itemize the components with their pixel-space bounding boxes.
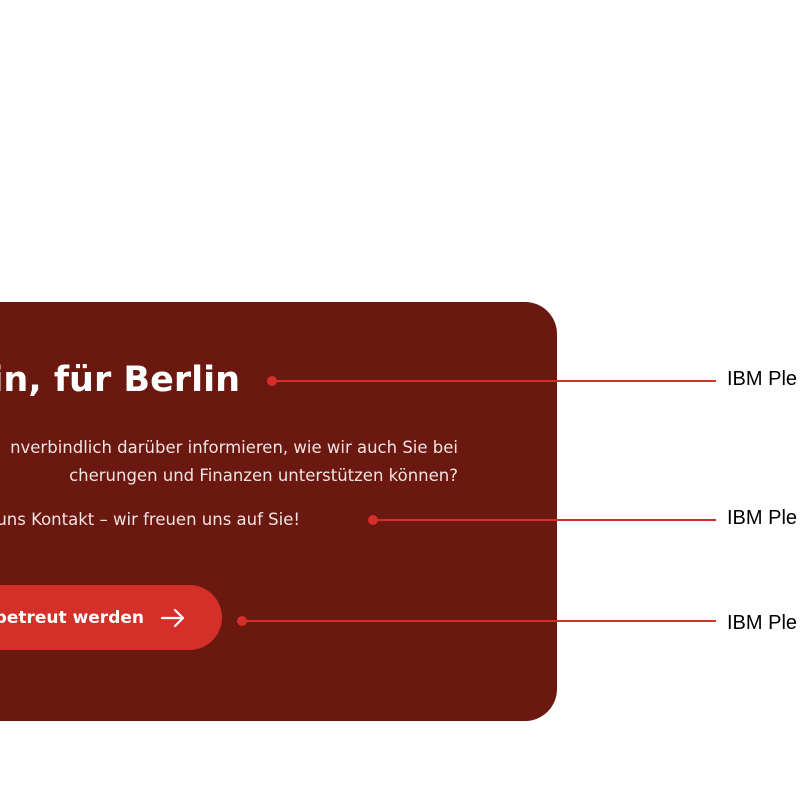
- callout-line-button: [242, 620, 716, 622]
- callout-label-body: IBM Ple: [727, 507, 798, 529]
- cta-button-label: t betreut werden: [0, 607, 144, 628]
- card-headline: lin, für Berlin: [0, 360, 240, 400]
- contact-card: lin, für Berlin nverbindlich darüber inf…: [0, 302, 557, 721]
- card-paragraph-line-3: nit uns Kontakt – wir freuen uns auf Sie…: [0, 510, 300, 529]
- arrow-right-icon: [160, 608, 185, 627]
- cta-button[interactable]: t betreut werden: [0, 585, 222, 650]
- callout-label-headline: IBM Ple: [727, 368, 798, 390]
- card-paragraph-line-2: cherungen und Finanzen unterstützen könn…: [69, 466, 458, 485]
- card-paragraph-line-1: nverbindlich darüber informieren, wie wi…: [10, 438, 458, 457]
- callout-line-body: [373, 519, 716, 521]
- callout-label-button: IBM Ple: [727, 612, 798, 634]
- callout-line-headline: [272, 380, 716, 382]
